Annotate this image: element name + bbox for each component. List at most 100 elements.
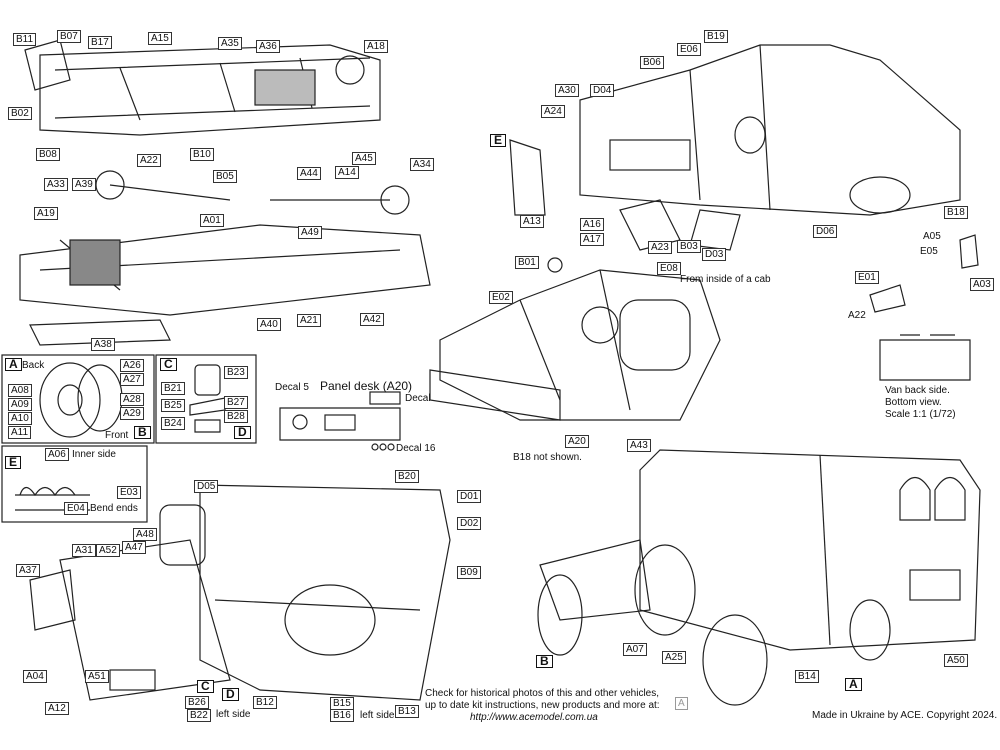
panel-desk-drawing bbox=[279, 391, 401, 451]
part-label-b09: B09 bbox=[457, 566, 481, 579]
part-label-a47: A47 bbox=[122, 541, 146, 554]
part-label-b10: B10 bbox=[190, 148, 214, 161]
part-label-b12: B12 bbox=[253, 696, 277, 709]
part-label-a09: A09 bbox=[8, 398, 32, 411]
part-label-a16: A16 bbox=[580, 218, 604, 231]
part-label-d06: D06 bbox=[813, 225, 838, 238]
part-label-a35: A35 bbox=[218, 37, 242, 50]
part-label-b26: B26 bbox=[185, 696, 209, 709]
inset-marker-c: C bbox=[160, 358, 177, 371]
part-label-b16: B16 bbox=[330, 709, 354, 722]
part-label-e04: E04 bbox=[64, 502, 88, 515]
decal16-caption: Decal 16 bbox=[396, 443, 436, 454]
part-label-b21: B21 bbox=[161, 382, 185, 395]
chassis-rails-drawing bbox=[24, 39, 381, 136]
inset-marker-a: A bbox=[5, 358, 22, 371]
part-label-a05: A05 bbox=[923, 231, 941, 242]
from-inside-caption: From inside of a cab bbox=[680, 274, 771, 285]
part-label-e02: E02 bbox=[489, 291, 513, 304]
inner-side-caption: Inner side bbox=[72, 449, 116, 460]
part-label-e03: E03 bbox=[117, 486, 141, 499]
footer-line-1: Check for historical photos of this and … bbox=[425, 688, 660, 699]
part-label-a10: A10 bbox=[8, 412, 32, 425]
left-side-caption-2: left side bbox=[360, 710, 395, 721]
footer-url[interactable]: http://www.acemodel.com.ua bbox=[470, 712, 598, 723]
part-label-a26: A26 bbox=[120, 359, 144, 372]
part-label-b19: B19 bbox=[704, 30, 728, 43]
part-label-b20: B20 bbox=[395, 470, 419, 483]
part-label-a39: A39 bbox=[72, 178, 96, 191]
back-caption: Back bbox=[22, 360, 45, 371]
part-label-a42: A42 bbox=[360, 313, 384, 326]
bend-ends-caption: Bend ends bbox=[90, 503, 138, 514]
part-label-a52: A52 bbox=[96, 544, 120, 557]
view-marker-b: B bbox=[536, 655, 553, 668]
part-label-a22: A22 bbox=[137, 154, 161, 167]
complete-vehicle-drawing bbox=[537, 449, 981, 706]
left-side-caption-1: left side bbox=[216, 709, 251, 720]
part-label-b14: B14 bbox=[795, 670, 819, 683]
part-label-e06: E06 bbox=[677, 43, 701, 56]
part-label-a34: A34 bbox=[410, 158, 434, 171]
part-label-a51: A51 bbox=[85, 670, 109, 683]
detail-marker-d: D bbox=[222, 688, 239, 701]
part-label-a30: A30 bbox=[555, 84, 579, 97]
part-label-a18: A18 bbox=[364, 40, 388, 53]
part-label-a04: A04 bbox=[23, 670, 47, 683]
part-label-e08: E08 bbox=[657, 262, 681, 275]
wheel-inset-drawing bbox=[1, 354, 257, 523]
part-label-e01: E01 bbox=[855, 271, 879, 284]
inset-marker-e: E bbox=[5, 456, 22, 469]
part-label-a50: A50 bbox=[944, 654, 968, 667]
part-label-a27: A27 bbox=[120, 373, 144, 386]
part-label-a19: A19 bbox=[34, 207, 58, 220]
view-marker-e: E bbox=[490, 134, 507, 147]
part-label-a38: A38 bbox=[91, 338, 115, 351]
part-label-a15: A15 bbox=[148, 32, 172, 45]
part-label-a20: A20 bbox=[565, 435, 589, 448]
part-label-b24: B24 bbox=[161, 417, 185, 430]
part-label-a22-van: A22 bbox=[848, 310, 866, 321]
part-label-a12: A12 bbox=[45, 702, 69, 715]
part-label-b28: B28 bbox=[224, 410, 248, 423]
part-label-d04: D04 bbox=[590, 84, 615, 97]
inset-marker-b: B bbox=[134, 426, 151, 439]
part-label-a44: A44 bbox=[297, 167, 321, 180]
part-label-b13: B13 bbox=[395, 705, 419, 718]
part-label-b03: B03 bbox=[677, 240, 701, 253]
part-label-b08: B08 bbox=[36, 148, 60, 161]
part-label-d03: D03 bbox=[702, 248, 727, 261]
front-caption: Front bbox=[105, 430, 129, 441]
rear-body-drawing bbox=[29, 484, 451, 701]
part-label-b18: B18 bbox=[944, 206, 968, 219]
part-label-a33: A33 bbox=[44, 178, 68, 191]
part-label-a31: A31 bbox=[72, 544, 96, 557]
footer-line-2: up to date kit instructions, new product… bbox=[425, 700, 660, 711]
decal-caption: Decal bbox=[405, 393, 431, 404]
part-label-a23: A23 bbox=[648, 241, 672, 254]
part-label-b05: B05 bbox=[213, 170, 237, 183]
part-label-d05: D05 bbox=[194, 480, 219, 493]
part-label-a40: A40 bbox=[257, 318, 281, 331]
part-label-b17: B17 bbox=[88, 36, 112, 49]
part-label-b02: B02 bbox=[8, 107, 32, 120]
part-label-b27: B27 bbox=[224, 396, 248, 409]
part-label-a48: A48 bbox=[133, 528, 157, 541]
part-label-a17: A17 bbox=[580, 233, 604, 246]
inset-marker-d: D bbox=[234, 426, 251, 439]
decal5-caption: Decal 5 bbox=[275, 382, 309, 393]
part-label-b11: B11 bbox=[13, 33, 37, 46]
part-label-a29: A29 bbox=[120, 407, 144, 420]
part-label-a45: A45 bbox=[352, 152, 376, 165]
part-label-a21: A21 bbox=[297, 314, 321, 327]
panel-desk-title: Panel desk (A20) bbox=[320, 379, 413, 393]
part-label-a08: A08 bbox=[8, 384, 32, 397]
part-label-a24: A24 bbox=[541, 105, 565, 118]
detail-marker-c: C bbox=[197, 680, 214, 693]
part-label-a36: A36 bbox=[256, 40, 280, 53]
cab-interior-drawing bbox=[429, 257, 721, 421]
part-label-a13: A13 bbox=[520, 215, 544, 228]
part-label-e05: E05 bbox=[920, 246, 938, 257]
